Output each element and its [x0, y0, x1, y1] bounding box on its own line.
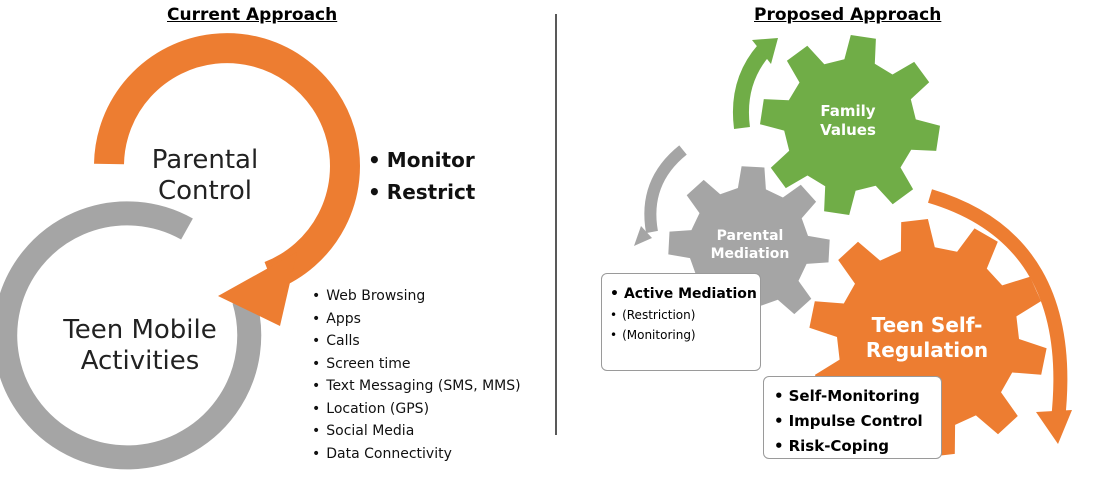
parental-control-label: Parental Control [140, 145, 270, 207]
parental-control-line-2: Control [158, 176, 252, 207]
teen-activities-line-2: Activities [80, 346, 200, 377]
mediation-secondary-item: (Monitoring) [610, 325, 760, 345]
parental-control-line-1: Parental [151, 145, 259, 175]
proposed-approach-heading: Proposed Approach [754, 5, 942, 25]
mediation-items-box: Active Mediation (Restriction) (Monitori… [601, 273, 761, 371]
self-regulation-item: Impulse Control [774, 409, 941, 434]
activity-item: Apps [312, 308, 521, 331]
control-action-item: Monitor [368, 144, 475, 176]
control-action-item: Restrict [368, 176, 476, 208]
parental-mediation-line-1: Parental [716, 228, 784, 244]
self-regulation-item: Risk-Coping [774, 434, 941, 459]
parental-control-arc [94, 33, 360, 290]
self-regulation-arrow-shaft [928, 189, 1068, 421]
teen-self-regulation-label: Teen Self- Regulation [857, 313, 997, 363]
mediation-secondary-item: (Restriction) [610, 305, 760, 325]
teen-self-regulation-line-1: Teen Self- [871, 313, 983, 337]
self-regulation-arrowhead [1036, 410, 1072, 444]
activity-item: Screen time [312, 353, 521, 376]
family-values-arrowhead [752, 38, 778, 64]
activity-item: Location (GPS) [312, 398, 521, 421]
family-values-arrow-shaft [732, 44, 771, 130]
parental-mediation-arrow-shaft [644, 145, 687, 234]
mediation-primary-item: Active Mediation [610, 283, 760, 305]
teen-activities-label: Teen Mobile Activities [45, 315, 235, 377]
parental-mediation-line-2: Mediation [710, 245, 790, 262]
teen-activities-ring [0, 201, 262, 470]
activity-item: Social Media [312, 420, 521, 443]
family-values-gear [760, 35, 940, 215]
parental-control-arrowhead [218, 252, 297, 326]
control-actions-list: Monitor Restrict [368, 144, 476, 208]
family-values-line-1: Family [820, 102, 876, 120]
activity-item: Calls [312, 330, 521, 353]
activity-item: Web Browsing [312, 285, 521, 308]
family-values-line-2: Values [820, 120, 876, 139]
self-regulation-items-box: Self-Monitoring Impulse Control Risk-Cop… [763, 376, 942, 459]
family-values-label: Family Values [798, 102, 898, 140]
current-approach-heading: Current Approach [167, 5, 338, 25]
parental-mediation-arrowhead [634, 226, 652, 246]
parental-mediation-label: Parental Mediation [700, 228, 800, 263]
activities-list: Web Browsing Apps Calls Screen time Text… [312, 285, 521, 466]
activity-item: Data Connectivity [312, 443, 521, 466]
self-regulation-item: Self-Monitoring [774, 384, 941, 409]
teen-self-regulation-line-2: Regulation [865, 338, 989, 362]
teen-activities-line-1: Teen Mobile [63, 315, 217, 345]
activity-item: Text Messaging (SMS, MMS) [312, 375, 520, 398]
